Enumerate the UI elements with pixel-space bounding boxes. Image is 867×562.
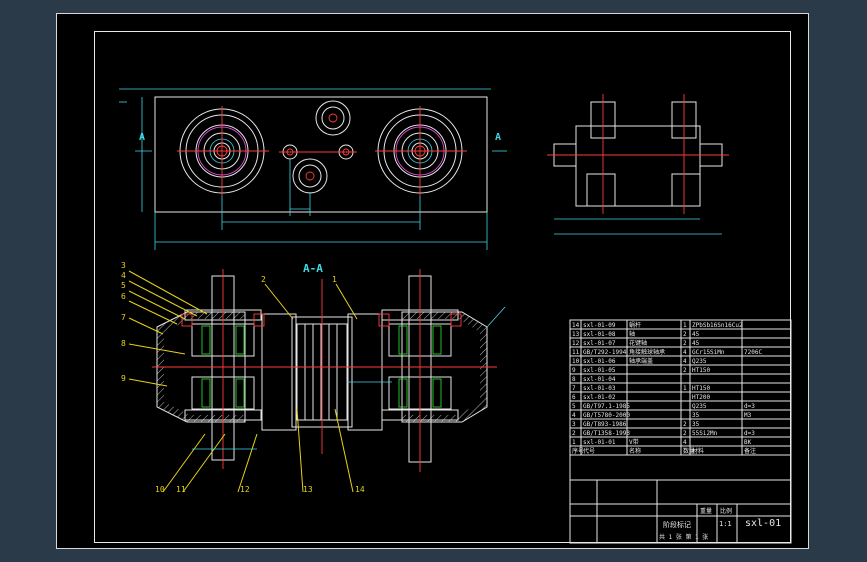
bom-cell-code: sxl-01-06 [583,358,616,365]
bom-cell-no: 3 [572,421,576,428]
bom-header-qty: 数量 [683,447,695,455]
bom-cell-qty: 2 [683,340,687,347]
drawing-code: sxl-01 [745,518,781,529]
bom-cell-note: 7206C [744,349,762,356]
callout-3: 3 [121,261,126,270]
bom-cell-qty: 2 [683,367,687,374]
bom-cell-material: Q235 [692,358,707,365]
bom-cell-qty: 4 [683,349,687,356]
bom-cell-name: 花键轴 [629,339,647,347]
bom-cell-material: GCr15SiMn [692,349,725,356]
scale-label: 比例 [720,507,732,515]
bom-cell-no: 2 [572,430,576,437]
callout-14: 14 [355,485,365,494]
bom-cell-no: 11 [572,349,580,356]
bom-cell-material: 55Si2Mn [692,430,718,437]
bom-header-code: 代号 [583,447,595,455]
bom-cell-no: 6 [572,394,576,401]
stage-label: 阶段标记 [663,520,691,529]
bom-cell-material: ZPbSb16Sn16Cu2 [692,322,743,329]
callout-2: 2 [261,275,266,284]
bom-cell-no: 5 [572,403,576,410]
view-marker-left: A [139,132,145,143]
bom-cell-code: sxl-01-03 [583,385,616,392]
bom-cell-material: 45 [692,331,700,338]
bom-cell-material: HT150 [692,385,710,392]
sheet-count: 共 1 张 第 1 张 [659,533,708,541]
bom-header-no: 序号 [572,447,584,455]
bom-cell-no: 4 [572,412,576,419]
section-label: A-A [303,262,323,275]
bom-cell-name: V带 [629,438,639,446]
scale-value: 1:1 [719,520,732,528]
bom-cell-no: 14 [572,322,580,329]
bom-cell-qty: 2 [683,331,687,338]
drawing-sheet: A A A-A [56,13,809,549]
bom-cell-code: sxl-01-08 [583,331,616,338]
bom-cell-no: 9 [572,367,576,374]
bom-cell-code: GB/T1358-1993 [583,430,630,437]
bom-cell-material: 35 [692,412,700,419]
callout-4: 4 [121,271,126,280]
bom-cell-code: GB/T292-1994 [583,349,627,356]
bom-cell-material: 35 [692,421,700,428]
bom-cell-material: 45 [692,340,700,347]
bom-cell-material: HT150 [692,367,710,374]
bom-cell-qty: 2 [683,421,687,428]
bom-cell-no: 10 [572,358,580,365]
bom-header-note: 备注 [744,447,756,455]
title-block: 阶段标记 重量 比例 1:1 共 1 张 第 1 张 sxl-01 [570,479,791,543]
callout-1: 1 [332,275,337,284]
bom-cell-note: BK [744,439,752,446]
callouts: 3 4 5 6 7 8 9 10 11 12 13 14 2 1 [121,261,365,494]
bom-header-material: 材料 [692,447,704,455]
bom-cell-code: sxl-01-01 [583,439,616,446]
cad-drawing: A A A-A [119,88,792,544]
weight-label: 重量 [700,507,712,515]
callout-8: 8 [121,339,126,348]
bom-cell-no: 8 [572,376,576,383]
drawing-frame [94,31,791,543]
callout-9: 9 [121,374,126,383]
side-view [547,94,729,235]
bom-cell-qty: 1 [683,322,687,329]
bom-cell-note: M3 [744,412,752,419]
top-view: A A [119,88,507,250]
bom-cell-qty: 4 [683,358,687,365]
bom-cell-code: GB/T893-1986 [583,421,627,428]
bom-cell-name: 轴承端盖 [629,357,653,365]
callout-11: 11 [176,485,186,494]
callout-7: 7 [121,313,126,322]
bom-cell-name: 轴 [629,330,635,338]
bom-cell-name: 角接触球轴承 [629,348,665,356]
bom-cell-code: GB/T97.1-1985 [583,403,630,410]
bom-cell-code: sxl-01-04 [583,376,616,383]
bom-cell-qty: 1 [683,385,687,392]
callout-5: 5 [121,281,126,290]
callout-12: 12 [240,485,250,494]
bom-cell-qty: 4 [683,439,687,446]
bom-cell-code: sxl-01-07 [583,340,616,347]
bom-cell-name: 蜗杆 [629,321,641,329]
callout-13: 13 [303,485,313,494]
callout-10: 10 [155,485,165,494]
view-marker-right: A [495,132,501,143]
bom-cell-note: d=3 [744,430,755,437]
bom-cell-material: HT200 [692,394,710,401]
section-view: A-A [128,262,506,493]
bom-cell-code: sxl-01-02 [583,394,616,401]
bom-cell-no: 7 [572,385,576,392]
bom-cell-qty: 2 [683,430,687,437]
bom-cell-no: 12 [572,340,580,347]
bom-cell-material: Q235 [692,403,707,410]
bom-cell-code: sxl-01-05 [583,367,616,374]
bom-header-name: 名称 [629,447,641,455]
callout-6: 6 [121,292,126,301]
bom-cell-no: 1 [572,439,576,446]
bom-cell-no: 13 [572,331,580,338]
bom-cell-code: GB/T5780-2000 [583,412,630,419]
bom-cell-note: d=3 [744,403,755,410]
bom-cell-code: sxl-01-09 [583,322,616,329]
